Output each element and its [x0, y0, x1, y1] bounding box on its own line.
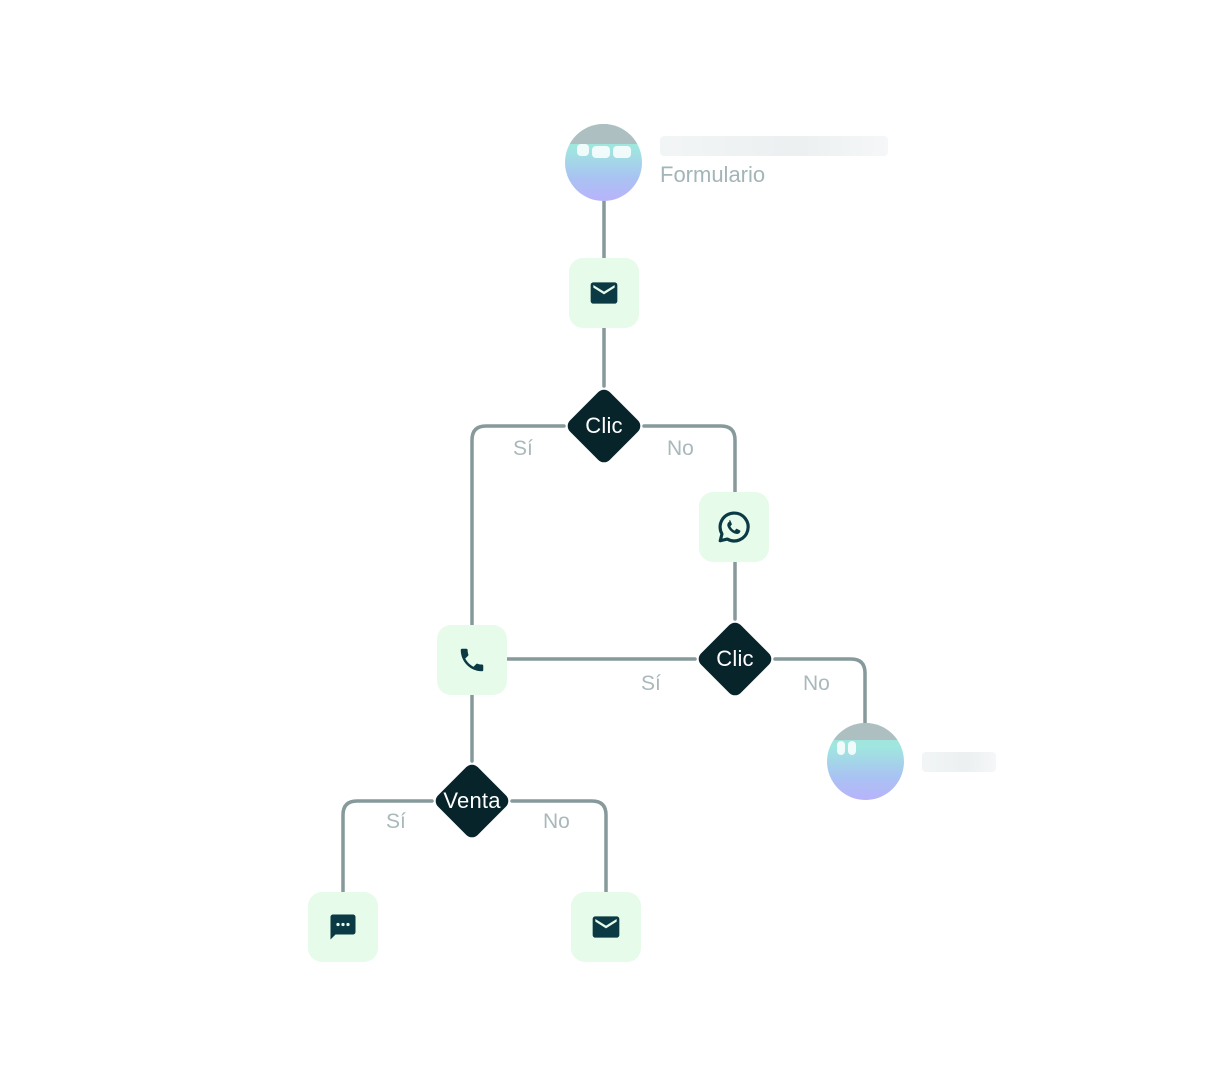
connector-sale-yes [341, 799, 434, 894]
sale-decision-yes-label: Sí [386, 810, 406, 833]
email-followup-step[interactable] [571, 892, 641, 962]
end-contact-info [922, 752, 1012, 772]
sale-decision-no-label: No [543, 810, 570, 833]
click-decision-no-label: No [667, 437, 694, 460]
second-click-decision-no-label: No [803, 672, 830, 695]
click-decision[interactable]: Clic [564, 386, 644, 466]
connector-click1-yes [470, 424, 566, 628]
sale-decision[interactable]: Venta [432, 761, 512, 841]
sale-decision-label: Venta [443, 788, 501, 813]
mail-icon [592, 916, 620, 938]
connector-click1-no [642, 424, 737, 494]
click-decision-label: Clic [585, 413, 623, 438]
whatsapp-icon [718, 511, 750, 543]
source-contact-name-redacted [660, 136, 888, 156]
phone-call-step[interactable] [437, 625, 507, 695]
email-step[interactable] [569, 258, 639, 328]
chat-bubble-icon [330, 914, 356, 940]
phone-icon [460, 648, 484, 672]
end-contact-avatar [827, 723, 904, 800]
second-click-decision-label: Clic [716, 646, 754, 671]
source-contact-subtitle: Formulario [660, 162, 766, 187]
end-contact-name-redacted [922, 752, 996, 772]
connector-click2-no [773, 657, 867, 726]
source-contact-avatar [565, 124, 642, 201]
connector-sale-no [510, 799, 608, 894]
mail-icon [590, 282, 618, 304]
chat-message-step[interactable] [308, 892, 378, 962]
source-contact-info: Formulario [660, 136, 900, 188]
second-click-decision[interactable]: Clic [695, 619, 775, 699]
second-click-decision-yes-label: Sí [641, 672, 661, 695]
click-decision-yes-label: Sí [513, 437, 533, 460]
whatsapp-step[interactable] [699, 492, 769, 562]
